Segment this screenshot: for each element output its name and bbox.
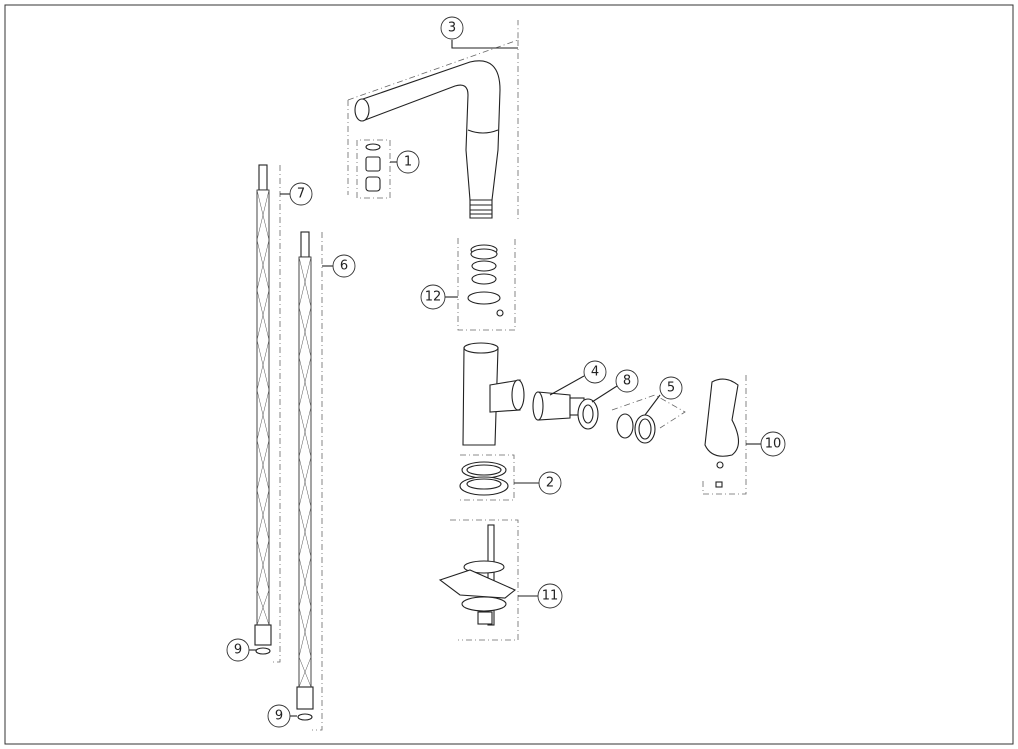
svg-text:12: 12 <box>425 290 442 305</box>
svg-text:8: 8 <box>623 374 631 389</box>
callout-3: 3 <box>440 16 464 40</box>
seal-set-part <box>467 244 504 317</box>
svg-text:4: 4 <box>591 365 599 380</box>
cap-part <box>616 413 656 444</box>
hose-short-part <box>296 231 314 721</box>
mounting-kit-bracket <box>450 519 519 641</box>
svg-text:9: 9 <box>275 709 283 724</box>
callout-12: 12 <box>420 284 446 310</box>
callout-1: 1 <box>396 150 420 174</box>
svg-text:10: 10 <box>765 437 782 452</box>
callout-11: 11 <box>537 583 563 609</box>
hose-long-bracket <box>270 165 281 663</box>
aerator-part <box>365 143 381 192</box>
spout-group-bracket <box>347 20 519 222</box>
spout-part <box>354 60 501 219</box>
callout-7: 7 <box>289 182 313 206</box>
svg-text:7: 7 <box>297 187 305 202</box>
callout-4: 4 <box>583 360 607 384</box>
callout-2: 2 <box>538 471 562 495</box>
callout-9a: 9 <box>226 638 250 662</box>
mounting-kit-part <box>438 524 517 626</box>
svg-text:2: 2 <box>546 476 554 491</box>
svg-text:9: 9 <box>234 643 242 658</box>
svg-text:3: 3 <box>448 21 456 36</box>
base-ring-bracket <box>460 454 515 501</box>
faucet-body-part <box>462 342 525 446</box>
cartridge-part <box>532 391 585 421</box>
callout-8: 8 <box>615 369 639 393</box>
base-ring-part <box>459 461 509 496</box>
callout-5: 5 <box>659 376 683 400</box>
hose-long-part <box>254 164 272 655</box>
seal-bracket <box>457 238 516 331</box>
frame-border <box>4 4 1014 745</box>
svg-text:6: 6 <box>340 259 348 274</box>
callout-6: 6 <box>332 254 356 278</box>
aerator-bracket <box>356 139 391 199</box>
callout-10: 10 <box>760 431 786 457</box>
leader-lines <box>249 40 762 717</box>
nut-part <box>577 398 599 430</box>
handle-part <box>704 378 740 488</box>
callout-9b: 9 <box>267 704 291 728</box>
svg-text:11: 11 <box>542 589 559 604</box>
svg-text:1: 1 <box>404 155 412 170</box>
svg-text:5: 5 <box>667 381 675 396</box>
hose-short-bracket <box>312 232 323 731</box>
cap-bracket <box>611 394 686 429</box>
handle-bracket <box>702 375 747 495</box>
